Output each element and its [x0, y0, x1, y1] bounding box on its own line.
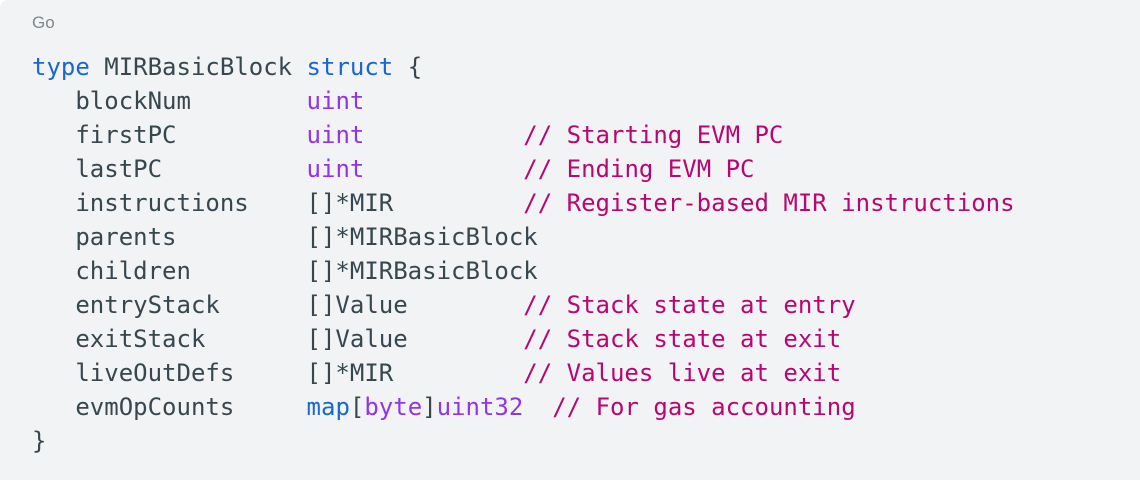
token-plain — [364, 155, 523, 183]
token-type: uint — [306, 87, 365, 115]
token-plain: { — [393, 53, 423, 81]
token-comment: // Stack state at entry — [523, 291, 856, 319]
token-comment: // For gas accounting — [552, 393, 856, 421]
token-comment: // Register-based MIR instructions — [523, 189, 1015, 217]
token-keyword: type — [32, 53, 90, 81]
code-line: type MIRBasicBlock struct { — [32, 50, 1116, 84]
code-line: children []*MIRBasicBlock — [32, 254, 1116, 288]
token-type: uint32 — [436, 393, 524, 421]
code-line: parents []*MIRBasicBlock — [32, 220, 1116, 254]
token-comment: // Starting EVM PC — [523, 121, 784, 149]
token-plain: ] — [422, 393, 437, 421]
token-keyword: map — [306, 393, 350, 421]
code-line: entryStack []Value // Stack state at ent… — [32, 288, 1116, 322]
token-plain: parents []*MIRBasicBlock — [32, 223, 538, 251]
token-plain: children []*MIRBasicBlock — [32, 257, 538, 285]
token-comment: // Stack state at exit — [523, 325, 842, 353]
token-plain: entryStack []Value — [32, 291, 524, 319]
code-line: lastPC uint // Ending EVM PC — [32, 152, 1116, 186]
token-plain: instructions []*MIR — [32, 189, 524, 217]
token-plain — [364, 121, 523, 149]
token-plain: } — [32, 427, 47, 455]
code-line: liveOutDefs []*MIR // Values live at exi… — [32, 356, 1116, 390]
token-plain: liveOutDefs []*MIR — [32, 359, 524, 387]
token-type: uint — [306, 121, 365, 149]
token-plain: blockNum — [32, 87, 307, 115]
token-plain: [ — [349, 393, 365, 421]
code-line: instructions []*MIR // Register-based MI… — [32, 186, 1116, 220]
token-plain — [523, 393, 552, 421]
token-type: byte — [364, 393, 423, 421]
token-plain: MIRBasicBlock — [89, 53, 307, 81]
token-comment: // Ending EVM PC — [523, 155, 755, 183]
token-type: uint — [306, 155, 365, 183]
language-label: Go — [32, 13, 55, 32]
token-keyword: struct — [306, 53, 394, 81]
token-plain: firstPC — [32, 121, 307, 149]
code-line: } — [32, 424, 1116, 458]
token-plain: evmOpCounts — [32, 393, 307, 421]
code-content: type MIRBasicBlock struct { blockNum uin… — [32, 50, 1116, 458]
token-plain: lastPC — [32, 155, 307, 183]
token-comment: // Values live at exit — [523, 359, 842, 387]
token-plain: exitStack []Value — [32, 325, 524, 353]
code-line: blockNum uint — [32, 84, 1116, 118]
code-line: exitStack []Value // Stack state at exit — [32, 322, 1116, 356]
code-line: firstPC uint // Starting EVM PC — [32, 118, 1116, 152]
code-line: evmOpCounts map[byte]uint32 // For gas a… — [32, 390, 1116, 424]
